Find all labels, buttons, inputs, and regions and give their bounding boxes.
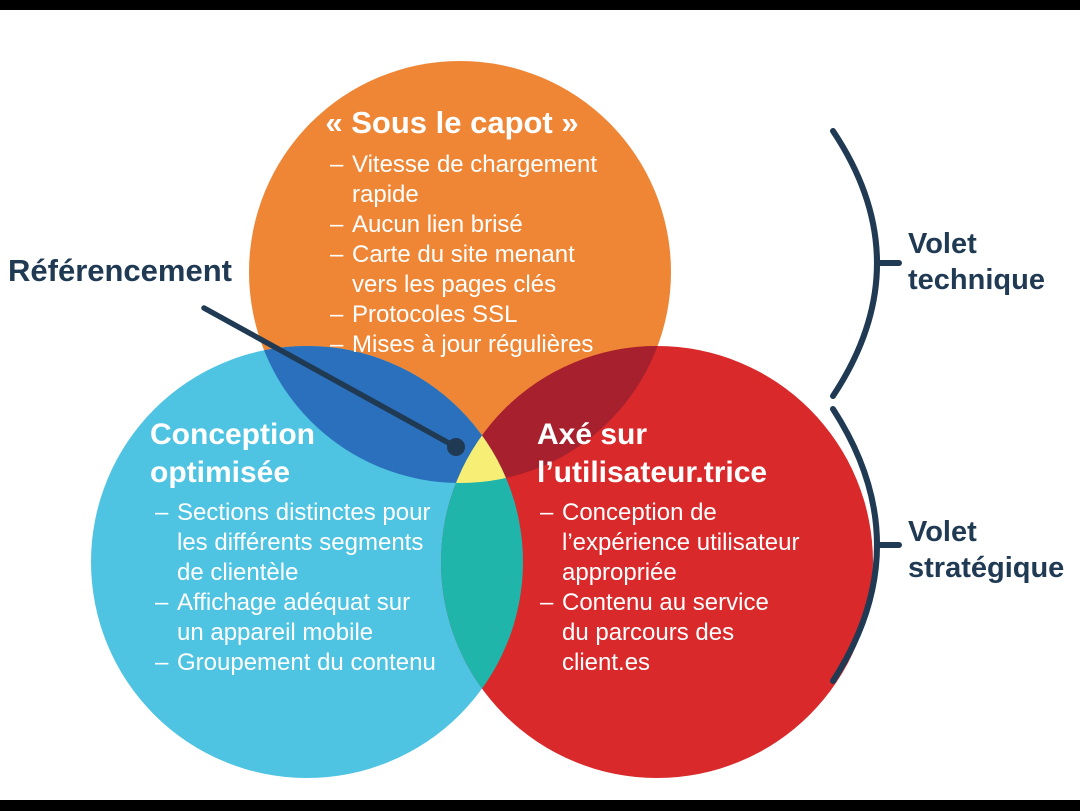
bracket-technical-arc [830,128,880,399]
pointer-line [201,305,459,450]
overlap-orange-red [441,346,671,483]
overlap-orange-cyan [249,346,523,483]
pointer-dot [447,438,465,456]
bullet-item: Mises à jour régulières [330,330,612,360]
volet-technique-label: Volet technique [908,228,1045,296]
bullet-item: Carte du site menant vers les pages clés [330,240,612,300]
user-bullet-list: Conception de l’expérience utilisateur a… [540,498,827,678]
user-circle-title: Axé sur l’utilisateur.trice [537,418,768,489]
technical-circle-content: « Sous le capot » Vitesse de chargement … [292,104,612,360]
bullet-item: Aucun lien brisé [330,210,612,240]
design-circle-title: Conception optimisée [150,418,315,489]
technical-circle-title: « Sous le capot » [325,105,579,140]
referencement-label: Référencement [8,253,232,288]
bullet-item: Protocoles SSL [330,300,612,330]
user-circle-content: Axé sur l’utilisateur.trice Conception d… [537,416,827,678]
bullet-item: Conception de l’expérience utilisateur a… [540,498,827,588]
technical-bullet-list: Vitesse de chargement rapide Aucun lien … [330,150,612,360]
bullet-item: Contenu au service du parcours des clien… [540,588,827,678]
top-letterbox-bar [0,0,1080,10]
design-bullet-list: Sections distinctes pour les différents … [155,498,450,678]
bullet-item: Groupement du contenu [155,648,450,678]
volet-strategique-label: Volet stratégique [908,516,1065,584]
bullet-item: Vitesse de chargement rapide [330,150,612,210]
bottom-letterbox-bar [0,800,1080,811]
design-circle-content: Conception optimisée Sections distinctes… [150,416,450,678]
bullet-item: Affichage adéquat sur un appareil mobile [155,588,450,648]
bullet-item: Sections distinctes pour les différents … [155,498,450,588]
